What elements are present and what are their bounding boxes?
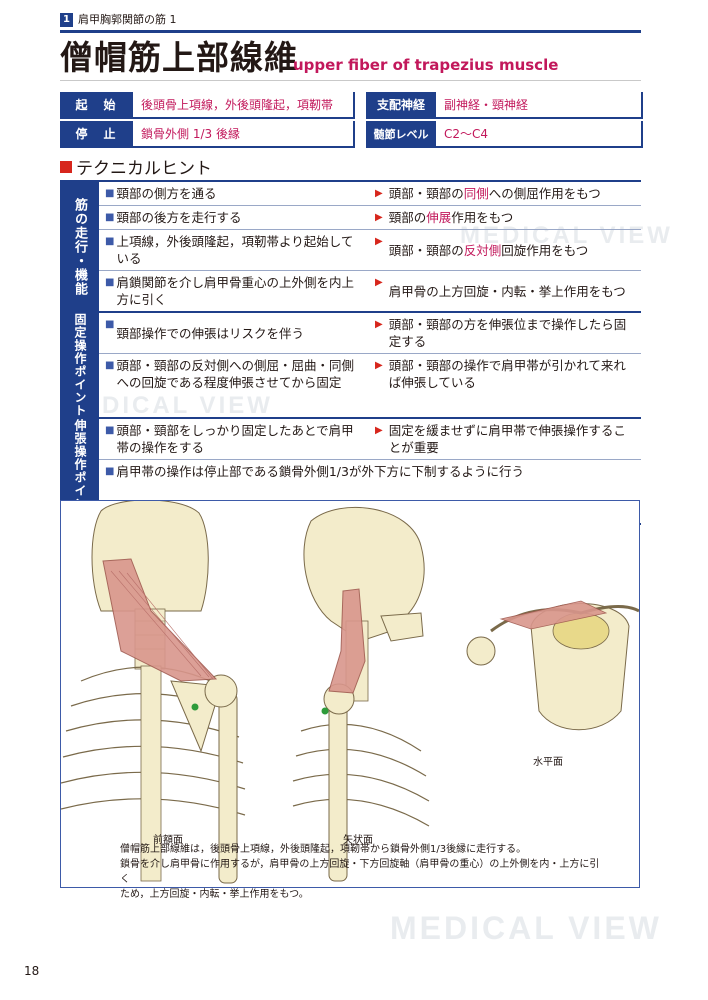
square-bullet-icon: ■: [105, 188, 115, 199]
arrow-right-icon: ▶: [375, 212, 383, 223]
row-cause: 頭部・頸部の反対側への側屈・屈曲・同側への回旋である程度伸張させてから固定: [116, 358, 354, 390]
nerve-box: 支配神経 副神経・頸神経: [366, 92, 643, 119]
anatomy-illustration: [60, 499, 640, 884]
level-label: 髄節レベル: [366, 121, 436, 146]
red-square-icon: [60, 160, 72, 173]
page-number: 18: [24, 964, 40, 978]
table-group: 筋の走行・機能 ■頸部の側方を通る ▶頭部・頸部の同側への側屈作用をもつ ■頸部…: [60, 182, 641, 313]
text-segment: への側屈作用をもつ: [488, 186, 601, 201]
group-label: 固定操作ポイント: [60, 313, 99, 417]
group-label: 筋の走行・機能: [60, 182, 99, 311]
caption-line: ため，上方回旋・内転・挙上作用をもつ。: [120, 889, 309, 900]
sagittal-label: 矢状面: [343, 835, 373, 846]
watermark: MEDICAL VIEW: [390, 910, 662, 946]
table-group: 固定操作ポイント ■頸部操作での伸張はリスクを伴う ▶頭部・頸部の方を伸張位まで…: [60, 313, 641, 419]
arrow-right-icon: ▶: [375, 360, 383, 371]
row-effect: 頭部・頸部の反対側回旋作用をもつ: [389, 242, 589, 259]
frontal-label: 前額面: [153, 835, 183, 846]
anatomy-figure: 前額面 矢状面 水平面: [60, 499, 640, 888]
row-effect: 頭部・頸部の同側への側屈作用をもつ: [389, 185, 601, 202]
horizontal-view-illustration: [466, 600, 640, 731]
table-row: ■頭部・頸部をしっかり固定したあとで肩甲帯の操作をする ▶ 固定を緩ませずに肩甲帯…: [99, 419, 641, 460]
highlight-text: 伸展: [426, 210, 452, 225]
text-segment: 頭部・頸部の: [388, 186, 464, 201]
text-segment: 固定を緩ませずに肩甲帯で伸張操作することが重要: [388, 423, 626, 455]
row-cause: 肩鎖関節を介し肩甲骨重心の上外側を内上方に引く: [116, 275, 354, 307]
text-segment: 回旋作用をもつ: [501, 242, 589, 258]
table-row: ■頭部・頸部の反対側への側屈・屈曲・同側への回旋である程度伸張させてから固定 ▶…: [99, 354, 641, 394]
title-underline: [60, 80, 641, 81]
level-value: C2〜C4: [444, 127, 489, 141]
insertion-box: 停 止 鎖骨外側 1/3 後縁: [60, 121, 355, 148]
table-row: ■肩鎖関節を介し肩甲骨重心の上外側を内上方に引く ▶ 肩甲骨の上方回旋・内転・挙上…: [99, 271, 641, 311]
chapter-header: 1 肩甲胸郭関節の筋 1: [60, 12, 177, 27]
square-bullet-icon: ■: [105, 319, 115, 330]
row-effect: 固定を緩ませずに肩甲帯で伸張操作することが重要: [389, 422, 637, 456]
page-title: 僧帽筋上部線維: [60, 38, 298, 77]
highlight-text: 同側: [463, 186, 489, 201]
row-effect: 頭部・頸部の操作で肩甲帯が引かれて来れば伸張している: [389, 357, 637, 391]
title-rule: [60, 30, 641, 33]
text-segment: 頸部の: [388, 210, 427, 225]
text-segment: 頭部・頸部の方を伸張位まで操作したら固定する: [388, 317, 627, 349]
row-cause: 上項線，外後頭隆起，項靭帯より起始している: [116, 234, 354, 266]
chapter-number: 1: [60, 12, 73, 27]
row-cause: 頸部の後方を走行する: [116, 210, 242, 225]
square-bullet-icon: ■: [105, 425, 115, 436]
figure-caption: 僧帽筋上部線維は，後頭骨上項線，外後頭隆起，項靭帯から鎖骨外側1/3後縁に走行す…: [120, 842, 600, 902]
table-row: ■頸部の後方を走行する ▶ 頸部の伸展作用をもつ: [99, 206, 641, 230]
table-row: ■肩甲帯の操作は停止部である鎖骨外側1/3が外下方に下制するように行う: [99, 460, 641, 483]
nerve-label: 支配神経: [366, 92, 436, 117]
nerve-value: 副神経・頸神経: [444, 98, 529, 112]
table-row: ■頸部操作での伸張はリスクを伴う ▶ 頭部・頸部の方を伸張位まで操作したら固定する: [99, 313, 641, 354]
square-bullet-icon: ■: [105, 360, 115, 371]
horizontal-label: 水平面: [533, 757, 563, 768]
table-row: ■頸部の側方を通る ▶ 頭部・頸部の同側への側屈作用をもつ: [99, 182, 641, 206]
arrow-right-icon: ▶: [375, 425, 383, 436]
text-segment: 頭部・頸部の: [388, 242, 464, 258]
row-cause: 頸部の側方を通る: [116, 186, 217, 201]
origin-value: 後頭骨上項線，外後頭隆起，項靭帯: [141, 98, 334, 112]
lateral-view-illustration: [292, 506, 430, 882]
table-group: 伸張操作ポイント ■頭部・頸部をしっかり固定したあとで肩甲帯の操作をする ▶固定…: [60, 419, 641, 523]
square-bullet-icon: ■: [105, 466, 115, 477]
insertion-label: 停 止: [60, 121, 133, 146]
arrow-right-icon: ▶: [375, 319, 383, 330]
arrow-right-icon: ▶: [375, 188, 383, 199]
origin-box: 起 始 後頭骨上項線，外後頭隆起，項靭帯: [60, 92, 355, 119]
arrow-right-icon: ▶: [375, 236, 383, 247]
text-segment: 頭部・頸部の操作で肩甲帯が引かれて来れば伸張している: [388, 358, 626, 390]
text-segment: 作用をもつ: [451, 210, 514, 225]
level-box: 髄節レベル C2〜C4: [366, 121, 643, 148]
table-row: ■上項線，外後頭隆起，項靭帯より起始している ▶ 頭部・頸部の反対側回旋作用をもつ: [99, 230, 641, 271]
insertion-value: 鎖骨外側 1/3 後縁: [141, 127, 240, 141]
row-cause: 頭部・頸部をしっかり固定したあとで肩甲帯の操作をする: [116, 423, 354, 455]
chapter-label: 肩甲胸郭関節の筋 1: [78, 13, 177, 26]
square-bullet-icon: ■: [105, 236, 115, 247]
arrow-right-icon: ▶: [375, 277, 383, 288]
posterior-view-illustration: [60, 499, 246, 884]
hint-table: 筋の走行・機能 ■頸部の側方を通る ▶頭部・頸部の同側への側屈作用をもつ ■頸部…: [60, 180, 641, 525]
watermark: MEDICAL VIEW: [460, 222, 673, 249]
hint-heading-text: テクニカルヒント: [76, 159, 212, 179]
highlight-text: 反対側: [463, 242, 502, 258]
square-bullet-icon: ■: [105, 277, 115, 288]
caption-line: 僧帽筋上部線維は，後頭骨上項線，外後頭隆起，項靭帯から鎖骨外側1/3後縁に走行す…: [120, 844, 527, 855]
hint-heading: テクニカルヒント: [60, 154, 212, 179]
text-segment: 肩甲骨の上方回旋・内転・挙上作用をもつ: [388, 283, 626, 299]
page-title-english: upper fiber of trapezius muscle: [293, 56, 559, 74]
caption-line: 鎖骨を介し肩甲骨に作用するが，肩甲骨の上方回旋・下方回旋軸（肩甲骨の重心）の上外…: [120, 859, 600, 885]
square-bullet-icon: ■: [105, 212, 115, 223]
row-effect: 頸部の伸展作用をもつ: [389, 209, 514, 226]
row-full: 肩甲帯の操作は停止部である鎖骨外側1/3が外下方に下制するように行う: [116, 464, 524, 479]
origin-label: 起 始: [60, 92, 133, 117]
row-cause: 頸部操作での伸張はリスクを伴う: [116, 325, 304, 341]
row-effect: 頭部・頸部の方を伸張位まで操作したら固定する: [389, 316, 637, 350]
row-effect: 肩甲骨の上方回旋・内転・挙上作用をもつ: [389, 283, 626, 300]
